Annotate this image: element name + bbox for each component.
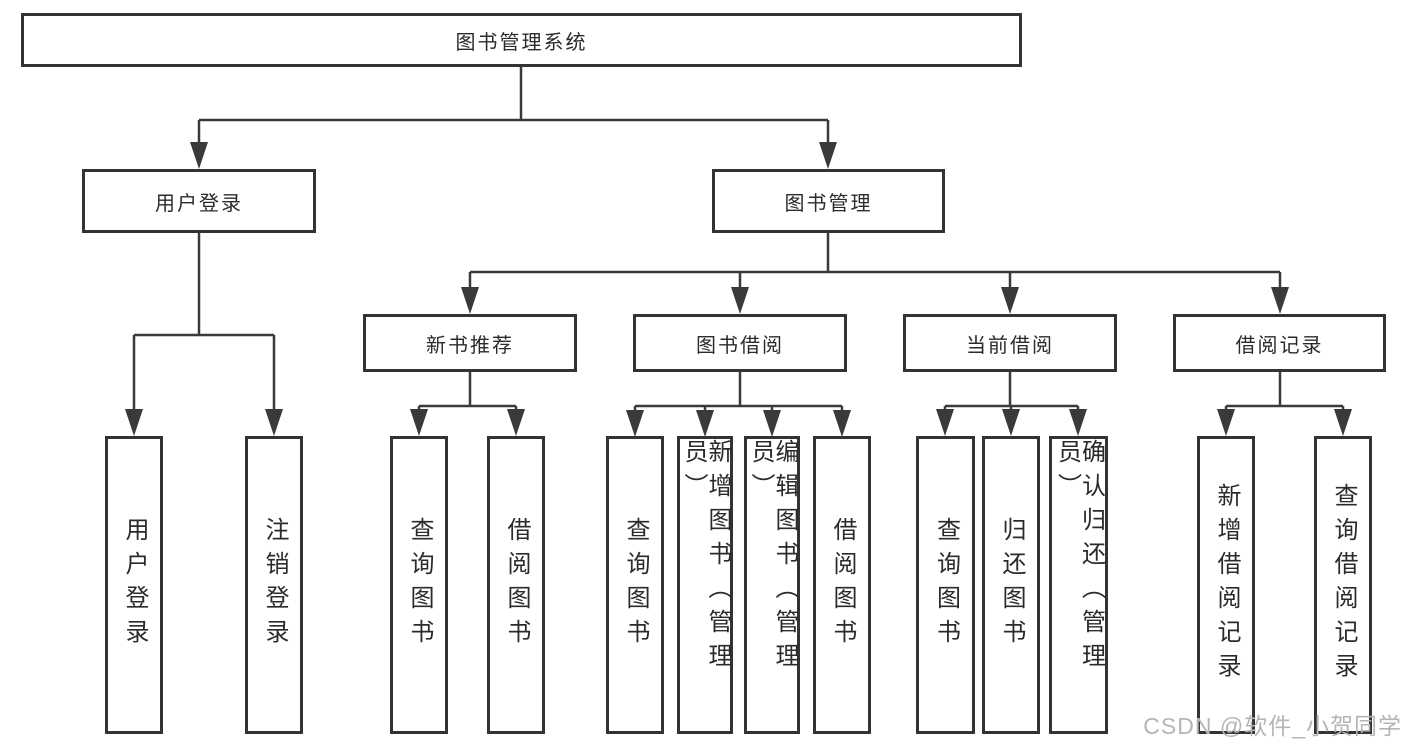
node-label: 借阅图书 xyxy=(829,517,856,653)
node-label: 注销登录 xyxy=(261,517,288,653)
arrowhead-icon xyxy=(125,409,143,436)
node-leaf-query-books-1: 查询图书 xyxy=(390,436,448,734)
arrowhead-icon xyxy=(696,410,714,437)
arrowhead-icon xyxy=(731,287,749,314)
connector-current-borrow xyxy=(943,372,1080,411)
node-leaf-borrow-books-1: 借阅图书 xyxy=(487,436,545,734)
connector-root xyxy=(197,67,830,144)
node-label: 查询借阅记录 xyxy=(1330,483,1357,687)
arrowhead-icon xyxy=(1334,409,1352,436)
node-leaf-query-books-2: 查询图书 xyxy=(606,436,664,734)
node-leaf-query-books-3: 查询图书 xyxy=(916,436,975,734)
connector-user-login xyxy=(132,233,276,410)
node-label: 查询图书 xyxy=(406,517,433,653)
node-borrow-records: 借阅记录 xyxy=(1173,314,1386,372)
arrowhead-icon xyxy=(763,410,781,437)
node-leaf-user-login: 用户登录 xyxy=(105,436,163,734)
arrowhead-icon xyxy=(626,410,644,437)
node-leaf-add-book-admin: 新增图书（管理员） xyxy=(677,436,733,734)
node-root: 图书管理系统 xyxy=(21,13,1022,67)
node-leaf-logout: 注销登录 xyxy=(245,436,303,734)
csdn-watermark: CSDN @软件_小贺同学 xyxy=(1143,713,1402,739)
node-label: 编辑图书（管理员） xyxy=(747,439,798,677)
arrowhead-icon xyxy=(507,409,525,436)
node-label: 新增图书（管理员） xyxy=(680,439,731,677)
arrowhead-icon xyxy=(1069,409,1087,436)
connector-new-books xyxy=(417,372,518,411)
node-label: 用户登录 xyxy=(121,517,148,653)
arrowhead-icon xyxy=(410,409,428,436)
node-label: 借阅图书 xyxy=(503,517,530,653)
arrowhead-icon xyxy=(461,287,479,314)
node-leaf-return-book: 归还图书 xyxy=(982,436,1040,734)
node-leaf-add-borrow-record: 新增借阅记录 xyxy=(1197,436,1255,734)
node-label: 归还图书 xyxy=(998,517,1025,653)
arrowhead-icon xyxy=(190,142,208,169)
node-leaf-edit-book-admin: 编辑图书（管理员） xyxy=(744,436,800,734)
node-book-mgmt: 图书管理 xyxy=(712,169,945,233)
node-leaf-confirm-return-admin: 确认归还（管理员） xyxy=(1049,436,1108,734)
connector-borrow-records xyxy=(1224,372,1345,411)
arrowhead-icon xyxy=(833,410,851,437)
connector-book-borrow xyxy=(633,372,844,411)
node-new-books: 新书推荐 xyxy=(363,314,577,372)
arrowhead-icon xyxy=(1001,287,1019,314)
arrowhead-icon xyxy=(1271,287,1289,314)
arrowhead-icon xyxy=(936,409,954,436)
node-label: 确认归还（管理员） xyxy=(1053,439,1105,677)
node-label: 查询图书 xyxy=(932,517,960,653)
node-book-borrow: 图书借阅 xyxy=(633,314,847,372)
node-label: 新增借阅记录 xyxy=(1213,483,1240,687)
connector-book-mgmt xyxy=(468,233,1282,289)
arrowhead-icon xyxy=(265,409,283,436)
arrowhead-icon xyxy=(1217,409,1235,436)
arrowhead-icon xyxy=(819,142,837,169)
node-user-login: 用户登录 xyxy=(82,169,316,233)
arrowhead-icon xyxy=(1002,409,1020,436)
node-leaf-query-borrow-record: 查询借阅记录 xyxy=(1314,436,1372,734)
node-current-borrow: 当前借阅 xyxy=(903,314,1117,372)
node-label: 查询图书 xyxy=(622,517,649,653)
arrowheads xyxy=(125,142,1352,437)
node-leaf-borrow-books-2: 借阅图书 xyxy=(813,436,871,734)
